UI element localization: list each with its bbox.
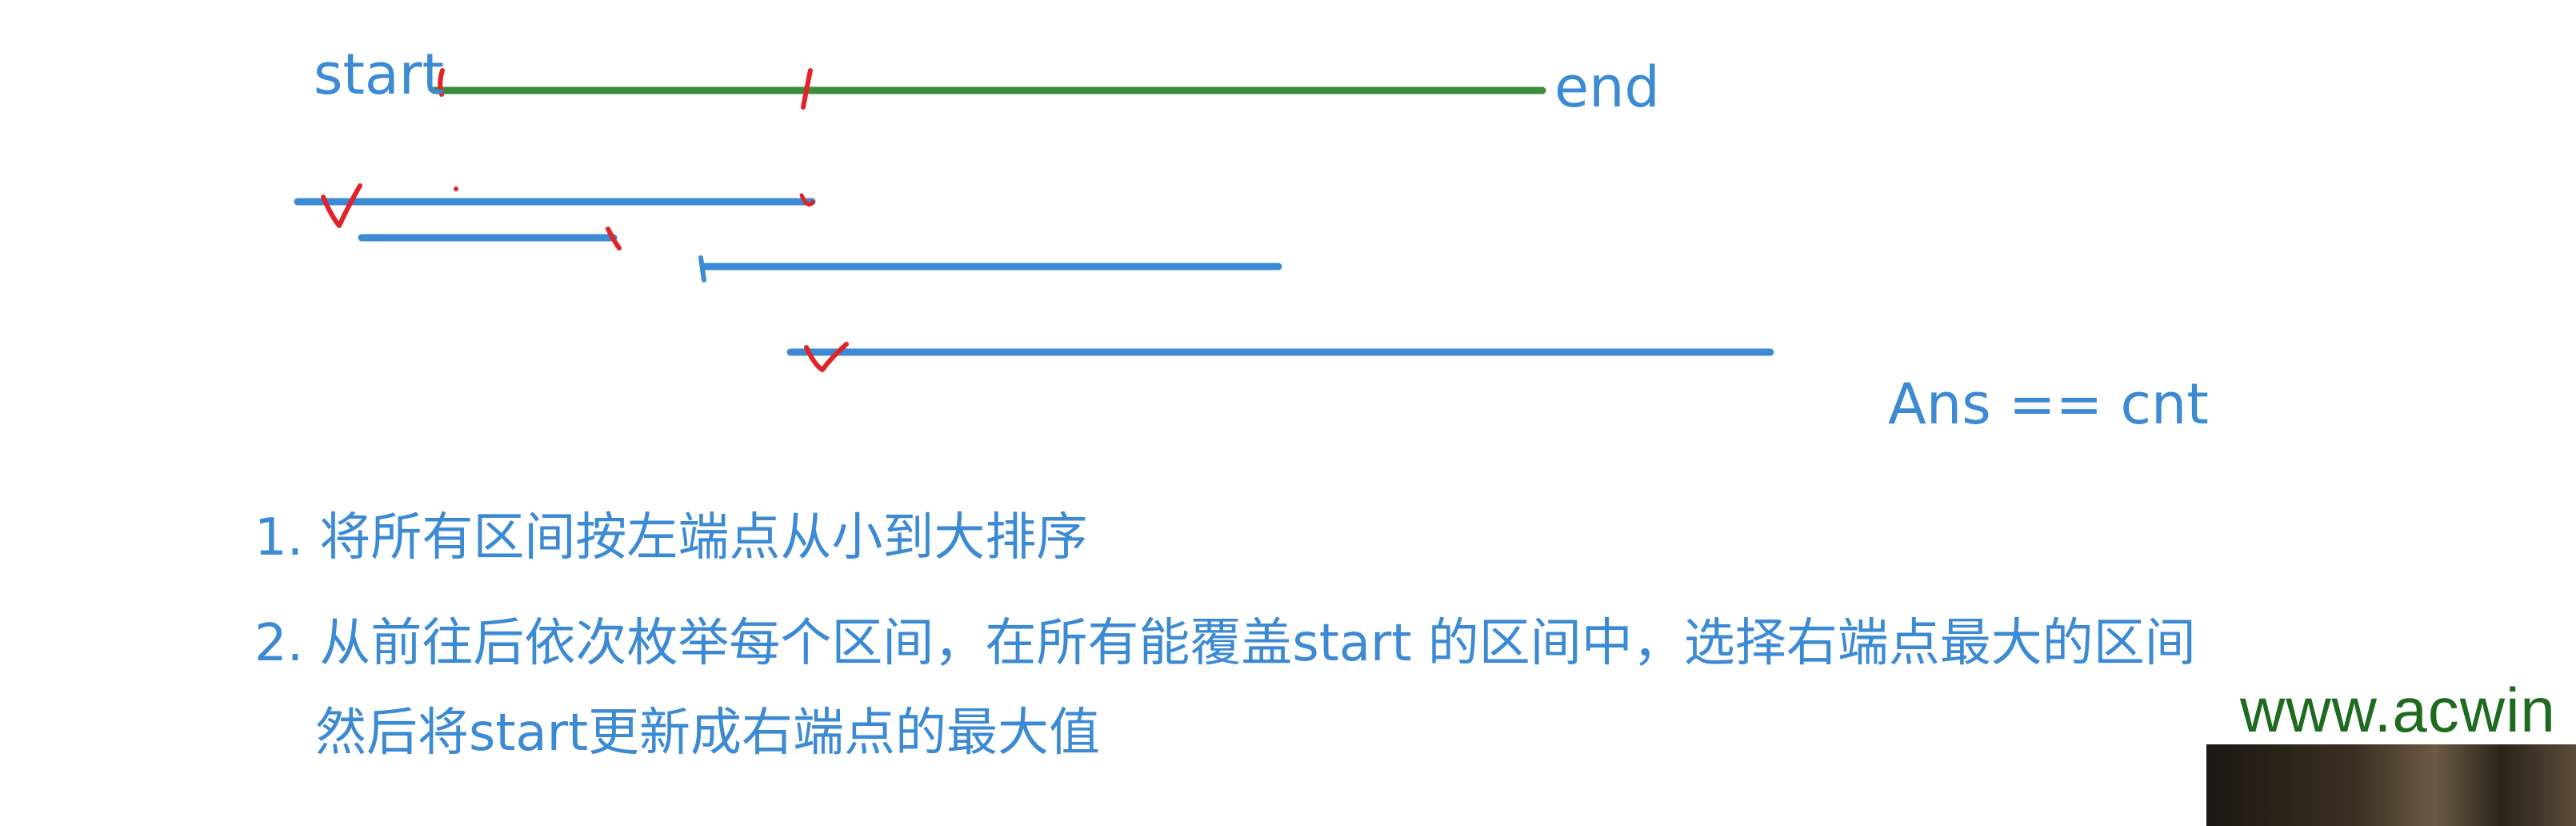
interval-2-end-mark bbox=[606, 227, 622, 251]
interval-1-end-mark bbox=[799, 193, 815, 207]
midpoint-tick-mark bbox=[801, 68, 813, 110]
check-mark-interval-1 bbox=[321, 183, 362, 228]
interval-3-left-tick bbox=[698, 255, 706, 283]
watermark-text: www.acwin bbox=[2240, 675, 2556, 745]
step-1-text: 1. 将所有区间按左端点从小到大排序 bbox=[254, 508, 1088, 567]
step-2-text: 2. 从前往后依次枚举每个区间，在所有能覆盖start 的区间中，选择右端点最大… bbox=[254, 614, 2196, 673]
start-label: start bbox=[314, 42, 445, 107]
end-label: end bbox=[1554, 54, 1660, 120]
step-2-continuation-text: 然后将start更新成右端点的最大值 bbox=[315, 704, 1101, 763]
small-dot bbox=[454, 186, 458, 191]
answer-label: Ans == cnt bbox=[1888, 371, 2209, 437]
video-thumbnail bbox=[2206, 744, 2576, 826]
start-tick-mark bbox=[438, 68, 445, 97]
check-mark-interval-4 bbox=[804, 342, 849, 372]
